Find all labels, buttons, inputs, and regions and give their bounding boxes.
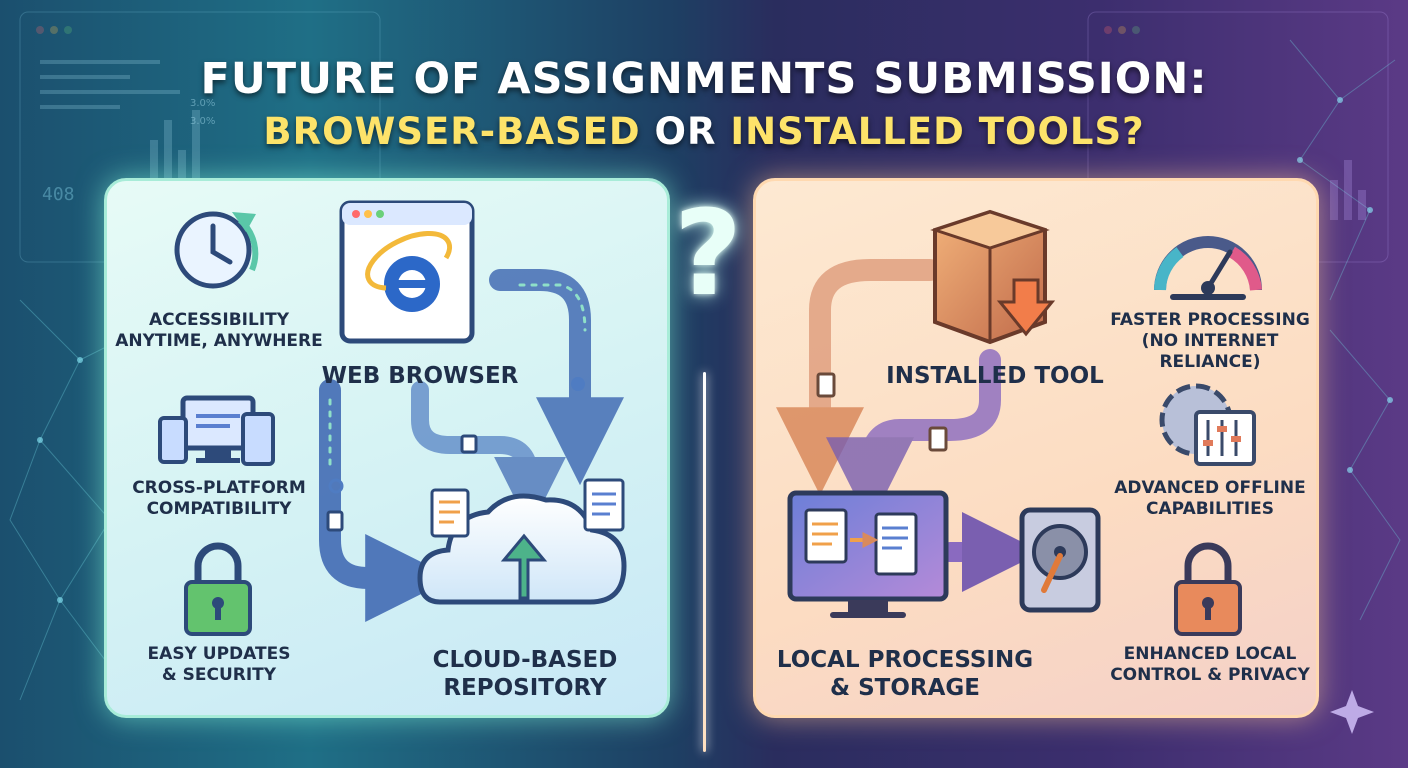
bg-stat-2: 3.0% <box>190 116 216 127</box>
cloud-repository-label: CLOUD-BASED REPOSITORY <box>432 647 618 701</box>
package-download-icon <box>930 209 1056 345</box>
gear-sliders-icon <box>1159 383 1256 466</box>
center-divider <box>703 372 706 752</box>
subtitle-browser: BROWSER-BASED <box>263 110 641 153</box>
feature-faster-processing: FASTER PROCESSING (NO INTERNET RELIANCE) <box>1110 310 1310 372</box>
feature-local-control: ENHANCED LOCAL CONTROL & PRIVACY <box>1110 644 1310 685</box>
subtitle-installed: INSTALLED TOOLS? <box>730 110 1145 153</box>
question-mark: ? <box>673 184 743 322</box>
speedometer-icon <box>1154 236 1262 300</box>
arrow-tool-to-local-mid <box>826 349 1001 526</box>
devices-icon <box>158 395 275 466</box>
cloud-upload-icon <box>417 493 627 605</box>
feature-accessibility: ACCESSIBILITY ANYTIME, ANYWHERE <box>115 310 323 351</box>
bg-stat-1: 3.0% <box>190 98 216 109</box>
arrow-tool-to-local-left <box>776 259 941 496</box>
feature-cross-platform: CROSS-PLATFORM COMPATIBILITY <box>132 478 306 519</box>
clock-refresh-icon <box>174 211 259 289</box>
sparkle-icon <box>1330 690 1374 734</box>
document-icons-right <box>816 372 948 452</box>
browser-e-icon <box>339 200 475 344</box>
page-title: FUTURE OF ASSIGNMENTS SUBMISSION: <box>200 54 1208 104</box>
subtitle-or: OR <box>654 110 717 153</box>
local-storage-label: LOCAL PROCESSING & STORAGE <box>776 647 1034 701</box>
feature-offline-capabilities: ADVANCED OFFLINE CAPABILITIES <box>1114 478 1306 519</box>
padlock-icon-right <box>1174 542 1242 636</box>
installed-tool-label: INSTALLED TOOL <box>886 363 1104 389</box>
arrow-browser-to-cloud-left <box>319 379 454 622</box>
page-subtitle: BROWSER-BASED OR INSTALLED TOOLS? <box>0 110 1408 153</box>
web-browser-label: WEB BROWSER <box>321 363 519 389</box>
monitor-drive-icon <box>787 490 1101 618</box>
bg-number: 408 <box>42 184 75 205</box>
padlock-icon-left <box>184 542 252 636</box>
feature-easy-updates: EASY UPDATES & SECURITY <box>147 644 291 685</box>
